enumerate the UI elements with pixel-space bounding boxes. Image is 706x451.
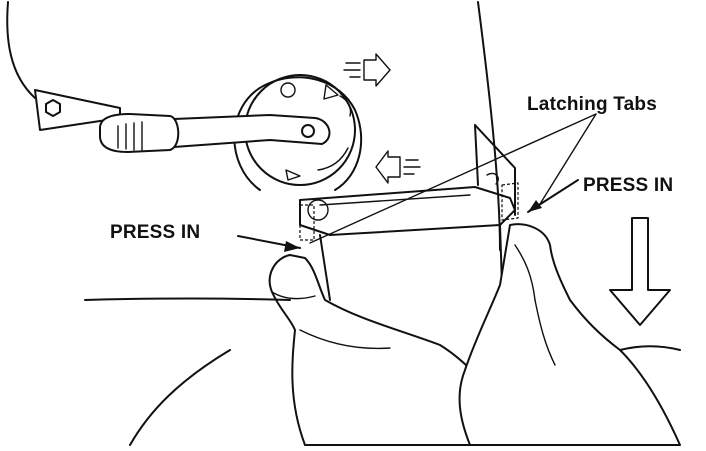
right-hand <box>458 223 681 446</box>
hex-bolt-icon <box>45 99 61 117</box>
press-in-label-right: PRESS IN <box>583 175 674 196</box>
lever-handle <box>99 113 331 153</box>
latching-tab-right <box>501 182 519 221</box>
press-in-arrow-right <box>527 179 579 213</box>
press-in-arrow-left <box>237 235 301 252</box>
arrow-right-icon <box>343 53 391 87</box>
down-arrow-icon <box>609 217 671 326</box>
press-in-label-left: PRESS IN <box>110 222 201 243</box>
housing-outline <box>6 1 501 251</box>
latching-tabs-label: Latching Tabs <box>527 94 657 115</box>
background-curves <box>84 297 681 446</box>
latching-tab-left <box>299 199 329 241</box>
latching-tabs-leader <box>309 113 597 244</box>
filter-cartridge <box>299 124 516 301</box>
arrow-left-icon <box>375 150 421 184</box>
